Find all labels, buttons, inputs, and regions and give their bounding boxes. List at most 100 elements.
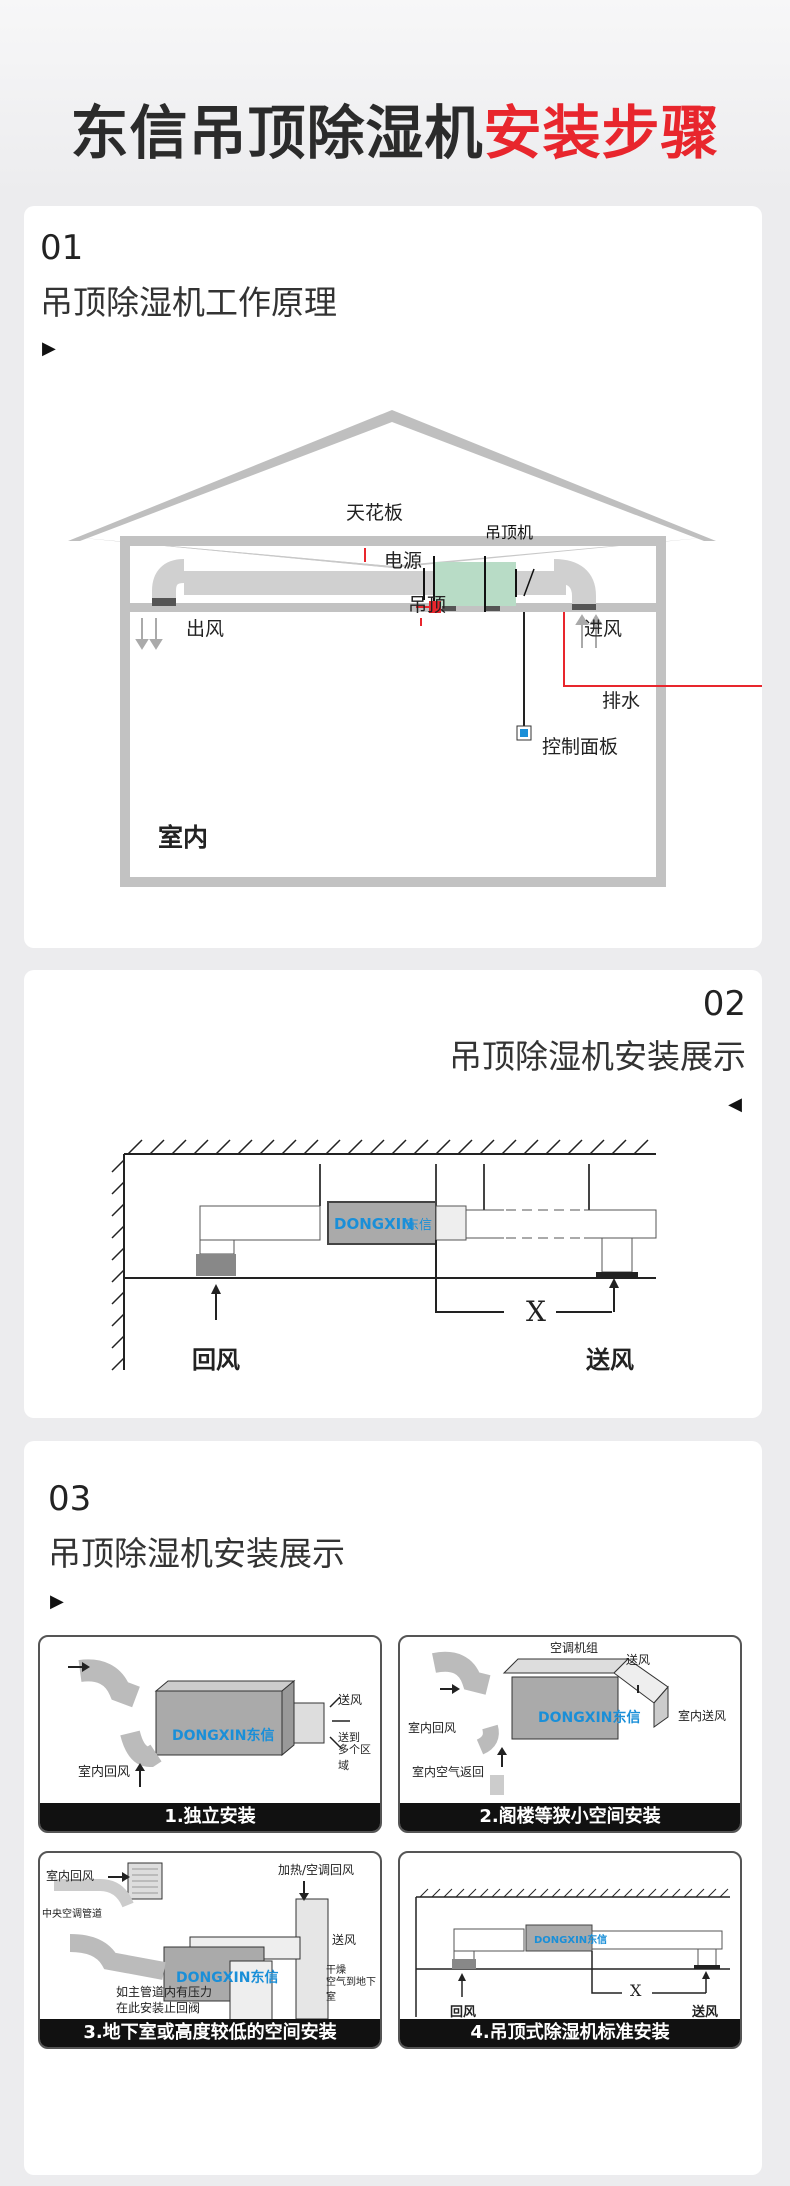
label-return-air: 回风 [192, 1346, 240, 1374]
hatch-mark [647, 1888, 657, 1898]
hatch-mark [413, 1139, 429, 1155]
hatch-mark [695, 1888, 705, 1898]
label-dry: 干燥 [326, 1965, 346, 1976]
section-number: 01 [40, 228, 84, 268]
section-title: 吊顶除湿机安装展示 [48, 1534, 345, 1573]
hatch-mark [515, 1888, 525, 1898]
panel-caption: 4.吊顶式除湿机标准安装 [400, 2019, 740, 2047]
label-hanger: 吊顶 [408, 594, 447, 616]
brand-logo-cn: 东信 [246, 1728, 275, 1744]
brand-logo: DONGXIN [334, 1215, 414, 1233]
hatch-mark [539, 1888, 549, 1898]
label-outlet: 出风 [186, 618, 225, 640]
label-multi: 送到 [338, 1731, 360, 1744]
hatch-mark [111, 1247, 125, 1261]
section-working-principle: 01 吊顶除湿机工作原理 ▶ [24, 206, 762, 948]
label-central-duct: 中央空调管道 [42, 1909, 102, 1920]
label-room-supply: 室内送风 [678, 1709, 727, 1723]
hatch-mark [303, 1139, 319, 1155]
hatch-mark [501, 1139, 517, 1155]
panel-caption: 1.独立安装 [40, 1803, 380, 1831]
hatch-mark [567, 1139, 583, 1155]
hatch-mark [503, 1888, 513, 1898]
section-title: 吊顶除湿机安装展示 [449, 1037, 746, 1076]
dimension-x: X [630, 1981, 642, 2000]
hatch-mark [111, 1203, 125, 1217]
hatch-mark [443, 1888, 453, 1898]
label-supply-air: 送风 [586, 1346, 634, 1374]
brand-logo-cn: 东信 [250, 1970, 279, 1986]
label-room-return: 室内回风 [46, 1869, 95, 1883]
brand-logo: DONGXIN [172, 1728, 247, 1744]
hatch-mark [611, 1139, 627, 1155]
section-installation-1: 02 吊顶除湿机安装展示 ◀ DONGXIN 东信 [24, 970, 762, 1418]
hatch-mark [457, 1139, 473, 1155]
hatch-mark [599, 1888, 609, 1898]
play-arrow-icon: ▶ [42, 338, 56, 359]
hatch-mark [563, 1888, 573, 1898]
label-air-return: 室内空气返回 [412, 1765, 485, 1779]
hatch-mark [467, 1888, 477, 1898]
play-arrow-left-icon: ◀ [728, 1094, 742, 1115]
label-unit: 吊顶机 [485, 523, 534, 542]
label-room-return: 室内回风 [78, 1765, 131, 1780]
label-supply: 送风 [332, 1933, 357, 1947]
hatch-mark [575, 1888, 585, 1898]
hatch-mark [111, 1313, 125, 1327]
label-multi-zone: 多个区域 [338, 1743, 371, 1772]
hatch-mark [523, 1139, 539, 1155]
hatch-mark [325, 1139, 341, 1155]
hatch-mark [611, 1888, 621, 1898]
label-to-basement: 空气到地下室 [326, 1977, 376, 2003]
hatch-mark [111, 1357, 125, 1371]
hatch-mark [369, 1139, 385, 1155]
brand-logo-cn: 东信 [406, 1218, 432, 1233]
hatch-mark [551, 1888, 561, 1898]
panel-caption: 2.阁楼等狭小空间安装 [400, 1803, 740, 1831]
hatch-mark [659, 1888, 669, 1898]
hatch-mark [259, 1139, 275, 1155]
brand-logo: DONGXIN [534, 1935, 588, 1946]
label-return: 回风 [450, 2005, 477, 2020]
label-inlet: 进风 [584, 618, 623, 640]
installation-diagram: DONGXIN 东信 [111, 1139, 657, 1371]
hatch-mark [111, 1225, 125, 1239]
label-note-valve: 在此安装止回阀 [116, 2001, 201, 2015]
hatch-mark [633, 1139, 649, 1155]
panel-standard: DONGXIN东信 X 回风 送风 4.吊顶式除湿机标准安装 [398, 1851, 742, 2049]
hatch-mark [545, 1139, 561, 1155]
principle-diagram [68, 410, 762, 887]
hatch-mark [237, 1139, 253, 1155]
label-note-pressure: 如主管道内有压力 [116, 1985, 213, 1999]
hatch-mark [491, 1888, 501, 1898]
hatch-mark [671, 1888, 681, 1898]
hatch-mark [127, 1139, 143, 1155]
hatch-mark [111, 1335, 125, 1349]
play-arrow-icon: ▶ [50, 1591, 64, 1612]
hatch-mark [281, 1139, 297, 1155]
hatch-mark [193, 1139, 209, 1155]
section-number: 03 [48, 1479, 92, 1519]
hatch-mark [479, 1139, 495, 1155]
section-number: 02 [702, 984, 746, 1024]
hatch-mark [111, 1269, 125, 1283]
panel-standalone: DONGXIN东信 送风 送到 多个区域 室内回风 1.独立安装 [38, 1635, 382, 1833]
label-room: 室内 [158, 823, 209, 852]
hatch-mark [587, 1888, 597, 1898]
page-title: 东信吊顶除湿机安装步骤 [0, 86, 790, 170]
brand-logo-cn: 东信 [612, 1710, 641, 1726]
brand-logo-cn: 东信 [587, 1935, 608, 1946]
label-control-panel: 控制面板 [542, 736, 619, 758]
brand-logo: DONGXIN [538, 1710, 613, 1726]
panel-caption: 3.地下室或高度较低的空间安装 [40, 2019, 380, 2047]
brand-logo: DONGXIN [176, 1970, 251, 1986]
section-installation-2: 03 吊顶除湿机安装展示 ▶ DONGXIN东信 送风 送到 多个区域 室内回风… [24, 1441, 762, 2175]
section-title: 吊顶除湿机工作原理 [40, 283, 337, 322]
hatch-mark [527, 1888, 537, 1898]
label-room-return: 室内回风 [408, 1721, 457, 1735]
label-ac-unit: 空调机组 [550, 1641, 599, 1655]
label-supply: 送风 [338, 1693, 363, 1707]
label-heat-return: 加热/空调回风 [278, 1863, 355, 1877]
hatch-mark [719, 1888, 729, 1898]
hatch-mark [111, 1159, 125, 1173]
